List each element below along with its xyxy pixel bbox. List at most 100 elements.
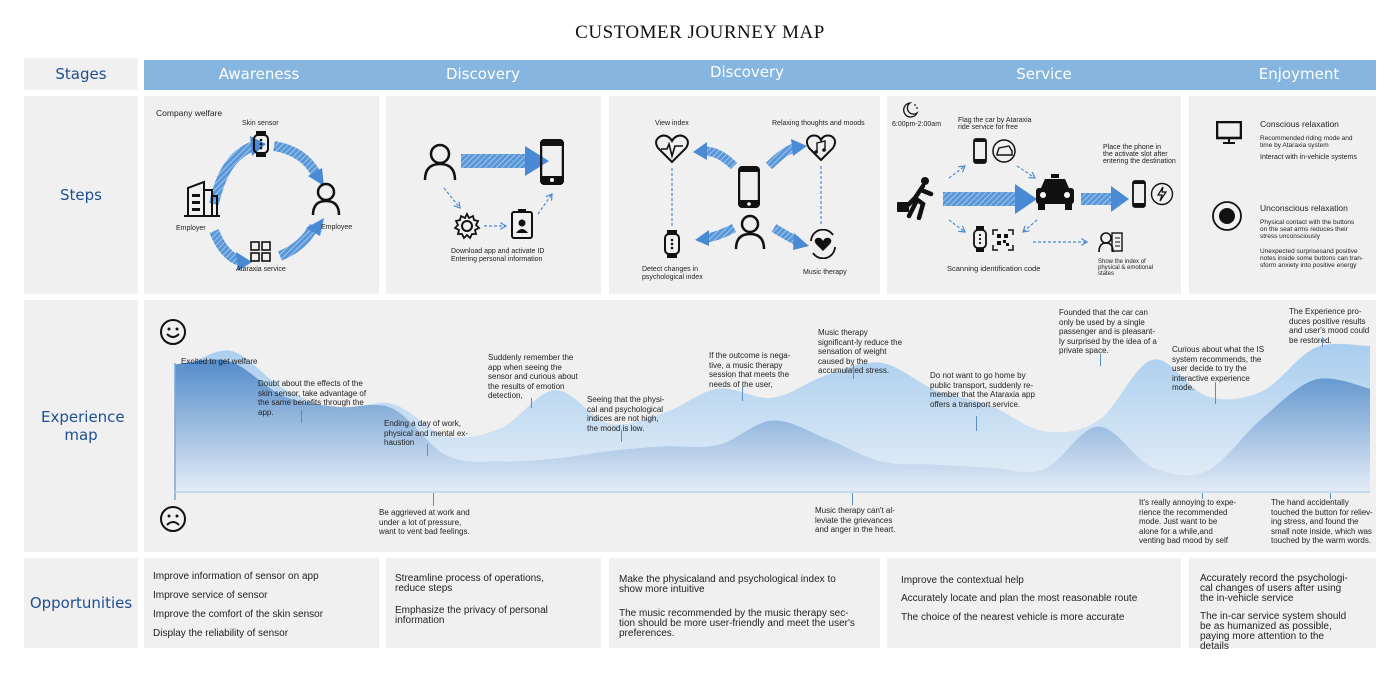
opportunity-item: Accurately record the psychologi-cal cha… — [1200, 573, 1348, 604]
stage-bar: Awareness Discovery Discovery Service En… — [144, 60, 1376, 90]
opportunity-item: Improve information of sensor on app — [153, 571, 319, 582]
opportunity-item: The choice of the nearest vehicle is mor… — [901, 612, 1125, 623]
conscious-relaxation-title: Conscious relaxation — [1260, 119, 1339, 129]
row-label-experience: Experience map — [24, 300, 138, 552]
skin-sensor-label: Skin sensor — [242, 120, 279, 127]
smiley-face-icon — [160, 319, 186, 345]
view-index-label: View index — [655, 120, 689, 127]
smartwatch-icon — [253, 131, 269, 157]
steps-discovery-1-panel: Download app and activate ID Entering pe… — [386, 96, 601, 294]
row-label-opportunities-text: Opportunities — [29, 594, 133, 612]
taxi-car-icon — [1036, 174, 1074, 210]
annotation-upper-6: If the outcome is nega-tive, a music the… — [709, 351, 791, 389]
scanning-code-label: Scanning identification code — [947, 264, 1041, 273]
annotation-tick — [1215, 382, 1216, 404]
unconscious-item-2c: sform anxiety into positive energy — [1260, 262, 1357, 269]
mood-curve-chart — [174, 343, 1370, 500]
grid-apps-icon — [250, 241, 271, 262]
qr-code-icon — [992, 229, 1014, 251]
smartphone-icon — [738, 166, 760, 208]
opportunity-item: Display the reliability of sensor — [153, 628, 289, 639]
opportunity-item: Improve service of sensor — [153, 590, 268, 601]
company-welfare-label: Company welfare — [156, 108, 223, 118]
smartwatch-icon — [973, 226, 987, 252]
monitor-screen-icon — [1216, 121, 1242, 144]
flag-car-label-2: ride service for free — [958, 124, 1018, 131]
unconscious-item-1b: on the seat arms reduces their — [1260, 226, 1348, 233]
annotation-tick — [204, 366, 205, 373]
detect-changes-label-1: Detect changes in — [642, 266, 699, 273]
opportunities-enjoyment-panel: Accurately record the psychologi-cal cha… — [1189, 558, 1376, 652]
annotation-upper-7: Music therapy significant-ly reduce the … — [818, 328, 903, 375]
opportunities-discovery-2-panel: Make the physicaland and psychological i… — [609, 558, 880, 648]
steps-awareness-panel: Company welfare Skin sensor Employer Emp… — [144, 96, 379, 294]
time-range-label: 6:00pm-2:00am — [892, 121, 942, 128]
stage-enjoyment: Enjoyment — [1258, 65, 1340, 83]
heart-pulse-icon — [655, 134, 689, 164]
opportunity-item: The in-car service system should be as h… — [1200, 611, 1347, 652]
id-badge-icon — [511, 209, 533, 239]
unconscious-relaxation-title: Unconscious relaxation — [1260, 203, 1348, 213]
annotation-tick — [1322, 337, 1323, 347]
flag-car-label-1: Flag the car by Ataraxia — [958, 117, 1032, 124]
annotation-upper-1: Excited to get welfare — [181, 357, 258, 366]
settings-gear-icon — [453, 212, 481, 240]
steps-service-panel: 6:00pm-2:00am Flag the car by Ataraxia r… — [887, 96, 1181, 294]
annotation-tick — [531, 398, 532, 408]
steps-discovery-2-panel: View index Relaxing thoughts and moods D… — [609, 96, 880, 294]
unconscious-item-1a: Physical contact with the buttons — [1260, 219, 1355, 226]
conscious-item-2: Interact with in-vehicle systems — [1260, 154, 1357, 161]
employee-label: Employee — [321, 224, 353, 231]
detect-changes-label-2: psychological index — [642, 274, 703, 281]
place-phone-label-3: entering the destination — [1103, 158, 1176, 165]
opportunity-item: The music recommended by the music thera… — [619, 608, 855, 639]
experience-map-panel: Excited to get welfare Doubt about the e… — [144, 300, 1376, 552]
user-person-icon — [423, 143, 457, 181]
entering-info-caption: Entering personal information — [451, 256, 543, 263]
annotation-upper-11: The Experience pro-duces positive result… — [1289, 307, 1370, 345]
annotation-lower-4: The hand accidentally touched the button… — [1271, 498, 1373, 545]
smartphone-icon — [1132, 180, 1146, 208]
opportunity-item: Make the physicaland and psychological i… — [619, 574, 836, 595]
employer-label: Employer — [176, 225, 206, 232]
dashed-flow-arrows — [443, 187, 601, 294]
row-label-opportunities: Opportunities — [24, 558, 138, 648]
big-arrow-right — [943, 184, 1037, 214]
big-arrow-right — [461, 146, 549, 176]
steps-enjoyment-panel: Conscious relaxation Recommended riding … — [1189, 96, 1376, 294]
dashed-flow-arrows — [948, 96, 1181, 294]
annotation-lower-2: Music therapy can't al-leviate the griev… — [815, 506, 896, 534]
smartphone-icon — [540, 139, 564, 185]
annotation-tick — [1202, 493, 1203, 499]
show-index-label-3: states — [1098, 271, 1115, 277]
annotation-upper-8: Do not want to go home by public transpo… — [930, 371, 1035, 409]
awareness-cycle-arrows — [209, 136, 324, 271]
stage-awareness: Awareness — [218, 65, 300, 83]
annotation-lower-3: It's really annoying to expe-rience the … — [1139, 498, 1237, 545]
running-person-icon — [897, 177, 934, 220]
conscious-item-1a: Recommended riding mode and — [1260, 135, 1353, 142]
stage-discovery-1: Discovery — [445, 65, 521, 83]
ataraxia-service-label: Ataraxia service — [236, 266, 286, 273]
user-person-icon — [734, 214, 766, 250]
smartwatch-icon — [664, 230, 680, 258]
annotation-upper-5: Seeing that the physi-cal and psychologi… — [587, 395, 665, 433]
annotation-upper-9: Founded that the car can only be used by… — [1059, 308, 1157, 355]
annotation-tick — [1330, 493, 1331, 499]
unconscious-item-2b: notes inside some buttons can tran- — [1260, 255, 1363, 262]
download-app-caption: Download app and activate ID — [451, 248, 545, 255]
annotation-tick — [853, 364, 854, 379]
annotation-tick — [976, 416, 977, 431]
unconscious-item-2a: Unexpected surprisesand positive — [1260, 248, 1358, 255]
show-index-label-1: Show the index of — [1098, 259, 1146, 265]
unconscious-item-1c: stress unconsciously — [1260, 233, 1320, 240]
music-therapy-heart-icon — [810, 229, 836, 259]
heart-music-icon — [806, 134, 836, 162]
row-label-stages: Stages — [24, 58, 138, 90]
opportunities-service-panel: Improve the contextual help Accurately l… — [887, 558, 1181, 648]
button-radio-icon — [1212, 201, 1242, 231]
row-label-steps: Steps — [24, 96, 138, 294]
building-icon — [184, 180, 220, 217]
night-moon-icon — [903, 102, 919, 118]
page-title: CUSTOMER JOURNEY MAP — [575, 22, 825, 43]
